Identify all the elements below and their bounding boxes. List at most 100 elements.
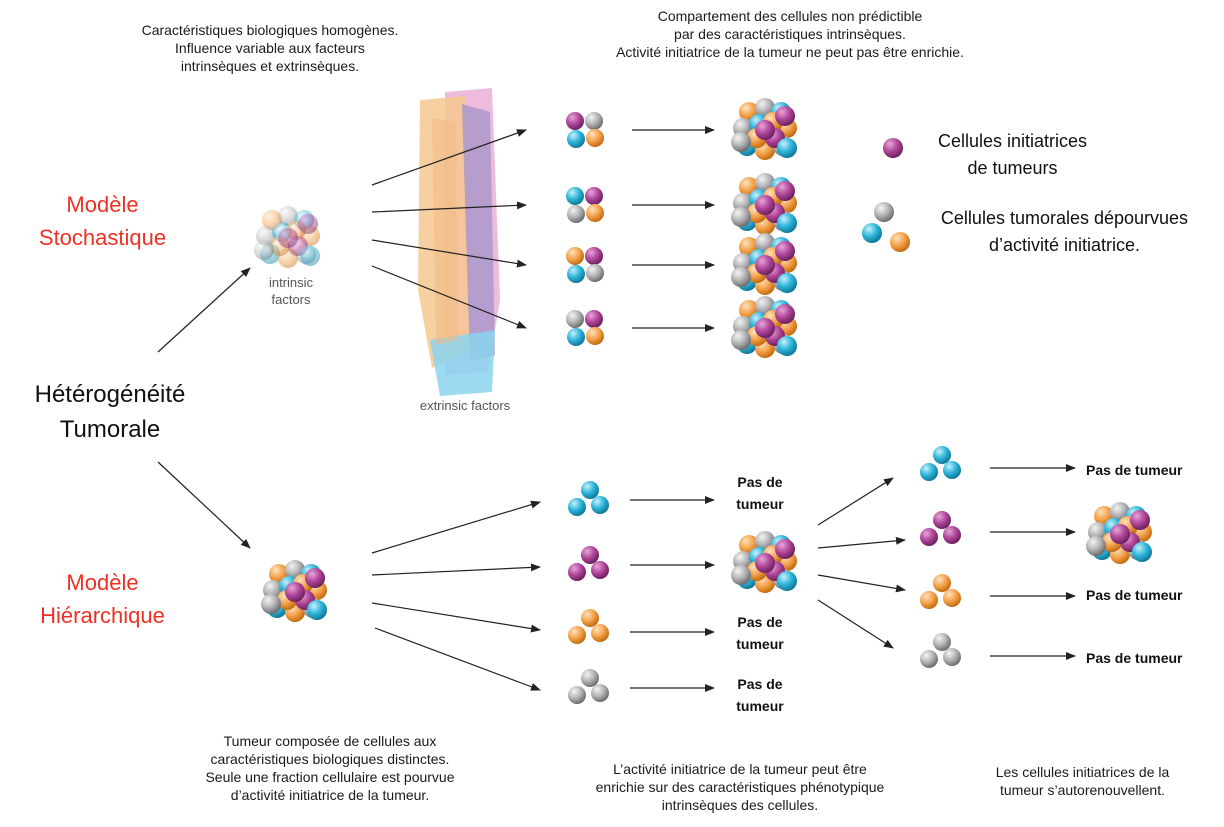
initiating-cell bbox=[585, 310, 603, 328]
initiating-cell bbox=[775, 304, 795, 324]
stochastic-tumor-2 bbox=[731, 173, 797, 235]
initiating-cell bbox=[775, 539, 795, 559]
cyan-cell bbox=[1132, 542, 1152, 562]
initiating-cell bbox=[775, 241, 795, 261]
extrinsic-factors-label: extrinsic factors bbox=[419, 398, 511, 413]
arrow-hier-2 bbox=[371, 563, 541, 576]
cyan-cell bbox=[300, 246, 320, 266]
initiating-cell bbox=[591, 561, 609, 579]
gray-cell bbox=[731, 330, 751, 350]
gray-cell bbox=[261, 594, 281, 614]
self-renewal-description: Les cellules initiatrices de la tumeur s… bbox=[995, 764, 1170, 798]
legend-initiating-label: Cellules initiatrices de tumeurs bbox=[937, 131, 1088, 178]
orange-cell bbox=[943, 589, 961, 607]
legend-initiating-icon bbox=[883, 138, 903, 158]
cyan-cell bbox=[581, 481, 599, 499]
cyan-cell bbox=[933, 446, 951, 464]
orange-cell bbox=[890, 232, 910, 252]
arrow-hier-3 bbox=[371, 602, 541, 633]
stochastic-outcome-description: Compartement des cellules non prédictibl… bbox=[616, 8, 964, 60]
initiating-cell bbox=[755, 120, 775, 140]
initiating-cell bbox=[568, 563, 586, 581]
no-tumor-label-stage2-cyan: Pas de tumeur bbox=[1086, 462, 1183, 478]
no-tumor-label-orange: Pas de tumeur bbox=[736, 614, 784, 652]
initiating-cell bbox=[581, 546, 599, 564]
initiating-cell bbox=[755, 255, 775, 275]
initiating-cell bbox=[305, 568, 325, 588]
gray-cell bbox=[943, 648, 961, 666]
orange-cell bbox=[568, 626, 586, 644]
gray-cell bbox=[586, 264, 604, 282]
arrow-stage2-2 bbox=[817, 536, 906, 549]
initiating-cell bbox=[755, 195, 775, 215]
cyan-cell bbox=[568, 498, 586, 516]
initiating-cell bbox=[566, 112, 584, 130]
gray-cell bbox=[731, 132, 751, 152]
arrow-to-hierarchical bbox=[157, 461, 251, 549]
cyan-cell bbox=[862, 223, 882, 243]
no-tumor-label-stage2-orange: Pas de tumeur bbox=[1086, 587, 1183, 603]
arrow-extrinsic-4 bbox=[371, 265, 527, 329]
arrow-extrinsic-2 bbox=[371, 201, 527, 213]
gray-cell bbox=[581, 669, 599, 687]
initiating-cell bbox=[585, 247, 603, 265]
hierarchical-initiating-cells bbox=[568, 546, 609, 581]
gray-cell bbox=[731, 267, 751, 287]
gray-cell bbox=[254, 240, 274, 260]
arrow-extrinsic-3 bbox=[371, 239, 527, 268]
cyan-cell bbox=[943, 461, 961, 479]
cyan-cell bbox=[591, 496, 609, 514]
stage2-cyan-cells bbox=[920, 446, 961, 481]
orange-cell bbox=[591, 624, 609, 642]
gray-cell bbox=[1086, 536, 1106, 556]
gray-cell bbox=[568, 686, 586, 704]
gray-cell bbox=[566, 310, 584, 328]
cyan-cell bbox=[566, 187, 584, 205]
initiating-cell bbox=[775, 106, 795, 126]
no-tumor-label-cyan: Pas de tumeur bbox=[736, 474, 784, 512]
hierarchical-initial-tumor bbox=[261, 560, 327, 622]
initiating-cell bbox=[755, 553, 775, 573]
arrow-stage2-3 bbox=[817, 574, 906, 593]
cyan-cell bbox=[777, 213, 797, 233]
stochastic-cluster-4 bbox=[566, 310, 604, 346]
stochastic-tumor-3 bbox=[731, 233, 797, 295]
stochastic-cluster-1 bbox=[566, 112, 604, 148]
gray-cell bbox=[567, 205, 585, 223]
initiating-cell bbox=[775, 181, 795, 201]
gray-cell bbox=[585, 112, 603, 130]
hierarchical-gray-cells bbox=[568, 669, 609, 704]
gray-cell bbox=[920, 650, 938, 668]
enrichment-description: L’activité initiatrice de la tumeur peut… bbox=[595, 761, 885, 813]
arrow-hier-4 bbox=[374, 627, 541, 691]
initiating-cell bbox=[1110, 524, 1130, 544]
stochastic-cluster-3 bbox=[566, 247, 604, 283]
gray-cell bbox=[874, 202, 894, 222]
initiating-cell bbox=[298, 214, 318, 234]
arrow-stage2-4 bbox=[817, 599, 894, 649]
hierarchical-tumor bbox=[731, 531, 797, 593]
root-label: Hétérogénéité Tumorale bbox=[34, 381, 186, 443]
stochastic-model-title: Modèle Stochastique bbox=[38, 192, 167, 250]
orange-cell bbox=[920, 591, 938, 609]
hierarchical-cyan-cells bbox=[568, 481, 609, 516]
stochastic-cluster-2 bbox=[566, 187, 604, 223]
orange-cell bbox=[581, 609, 599, 627]
orange-cell bbox=[586, 204, 604, 222]
initiating-cell bbox=[883, 138, 903, 158]
orange-cell bbox=[566, 247, 584, 265]
stage2-gray-cells bbox=[920, 633, 961, 668]
gray-cell bbox=[731, 207, 751, 227]
cyan-cell bbox=[567, 328, 585, 346]
cyan-cell bbox=[777, 138, 797, 158]
no-tumor-label-gray: Pas de tumeur bbox=[736, 676, 784, 714]
initiating-cell bbox=[943, 526, 961, 544]
gray-cell bbox=[933, 633, 951, 651]
orange-cell bbox=[933, 574, 951, 592]
cyan-cell bbox=[777, 273, 797, 293]
arrow-stage2-1 bbox=[817, 477, 894, 526]
arrow-hier-1 bbox=[371, 500, 541, 554]
no-tumor-label-stage2-gray: Pas de tumeur bbox=[1086, 650, 1183, 666]
stage2-initiating-cells bbox=[920, 511, 961, 546]
